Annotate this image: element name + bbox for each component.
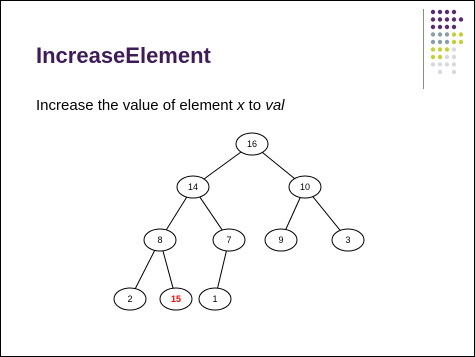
decorative-dot <box>437 54 443 60</box>
tree-node-label: 1 <box>212 294 217 304</box>
decorative-dot <box>437 9 443 15</box>
tree-node-circle <box>288 175 322 199</box>
tree-node: 16 <box>235 132 269 156</box>
tree-edge <box>312 196 341 231</box>
tree-node-circle <box>212 228 246 252</box>
tree-node-circle <box>159 287 193 311</box>
tree-edge <box>199 196 223 231</box>
tree-node: 14 <box>176 175 210 199</box>
decorative-dot <box>430 24 436 30</box>
subtitle-val: val <box>265 97 285 114</box>
tree-node-label: 16 <box>247 139 257 149</box>
tree-node-circle <box>235 132 269 156</box>
decorative-dot <box>430 9 436 15</box>
tree-node: 15 <box>159 287 193 311</box>
decorative-dot <box>451 24 457 30</box>
decorative-dot <box>458 17 464 22</box>
decorative-dot <box>444 32 450 37</box>
title-divider <box>423 9 424 89</box>
decorative-dot <box>458 39 464 45</box>
slide-subtitle: Increase the value of element x to val <box>36 97 285 114</box>
tree-node-label: 7 <box>226 235 231 245</box>
decorative-dot <box>444 9 450 15</box>
tree-node: 3 <box>331 228 365 252</box>
decorative-dot <box>437 24 443 30</box>
tree-node: 2 <box>113 287 147 311</box>
tree-node: 1 <box>198 287 232 311</box>
decorative-dot <box>451 17 457 22</box>
decorative-dot <box>444 39 450 45</box>
tree-node-label: 8 <box>157 235 162 245</box>
decorative-dot <box>451 9 457 15</box>
decorative-dot <box>437 47 443 52</box>
tree-node-label: 15 <box>171 294 181 304</box>
decorative-dot <box>437 69 443 75</box>
decorative-dot <box>430 62 436 67</box>
decorative-dot <box>444 54 450 60</box>
decorative-dot <box>437 32 443 37</box>
tree-node: 7 <box>212 228 246 252</box>
decorative-dot <box>451 47 457 52</box>
decorative-dot <box>444 47 450 52</box>
tree-edge <box>203 151 242 180</box>
tree-node-circle <box>113 287 147 311</box>
decorative-dot <box>451 69 457 75</box>
decorative-dot <box>451 39 457 45</box>
tree-node-label: 9 <box>278 235 283 245</box>
subtitle-prefix: Increase the value of element <box>36 97 237 114</box>
tree-node-label: 3 <box>345 235 350 245</box>
tree-edge <box>217 250 227 289</box>
tree-node-circle <box>176 175 210 199</box>
tree-edge <box>262 152 295 179</box>
tree-node-label: 10 <box>300 182 310 192</box>
decorative-dot <box>430 39 436 45</box>
tree-edge <box>162 250 174 289</box>
tree-node-circle <box>143 228 177 252</box>
decorative-dot-grid <box>430 9 464 75</box>
decorative-dot <box>437 17 443 22</box>
tree-node-circle <box>198 287 232 311</box>
decorative-dot <box>444 62 450 67</box>
slide-title: IncreaseElement <box>36 43 211 68</box>
decorative-dot <box>437 62 443 67</box>
decorative-dot <box>430 17 436 22</box>
tree-node: 9 <box>264 228 298 252</box>
tree-edge <box>134 250 156 289</box>
tree-edge <box>165 196 188 231</box>
tree-node-label: 2 <box>127 294 132 304</box>
decorative-dot <box>458 32 464 37</box>
decorative-dot <box>437 39 443 45</box>
decorative-dot <box>430 47 436 52</box>
decorative-dot <box>444 24 450 30</box>
tree-node: 8 <box>143 228 177 252</box>
tree-edge <box>285 197 301 230</box>
decorative-dot <box>451 62 457 67</box>
subtitle-x: x <box>236 97 245 114</box>
decorative-dot <box>430 54 436 60</box>
tree-node-circle <box>264 228 298 252</box>
decorative-dot <box>444 17 450 22</box>
decorative-dot <box>430 32 436 37</box>
decorative-dot <box>451 54 457 60</box>
tree-node-circle <box>331 228 365 252</box>
decorative-dot <box>451 32 457 37</box>
tree-node: 10 <box>288 175 322 199</box>
tree-node-label: 14 <box>188 182 198 192</box>
subtitle-mid: to <box>244 97 266 114</box>
